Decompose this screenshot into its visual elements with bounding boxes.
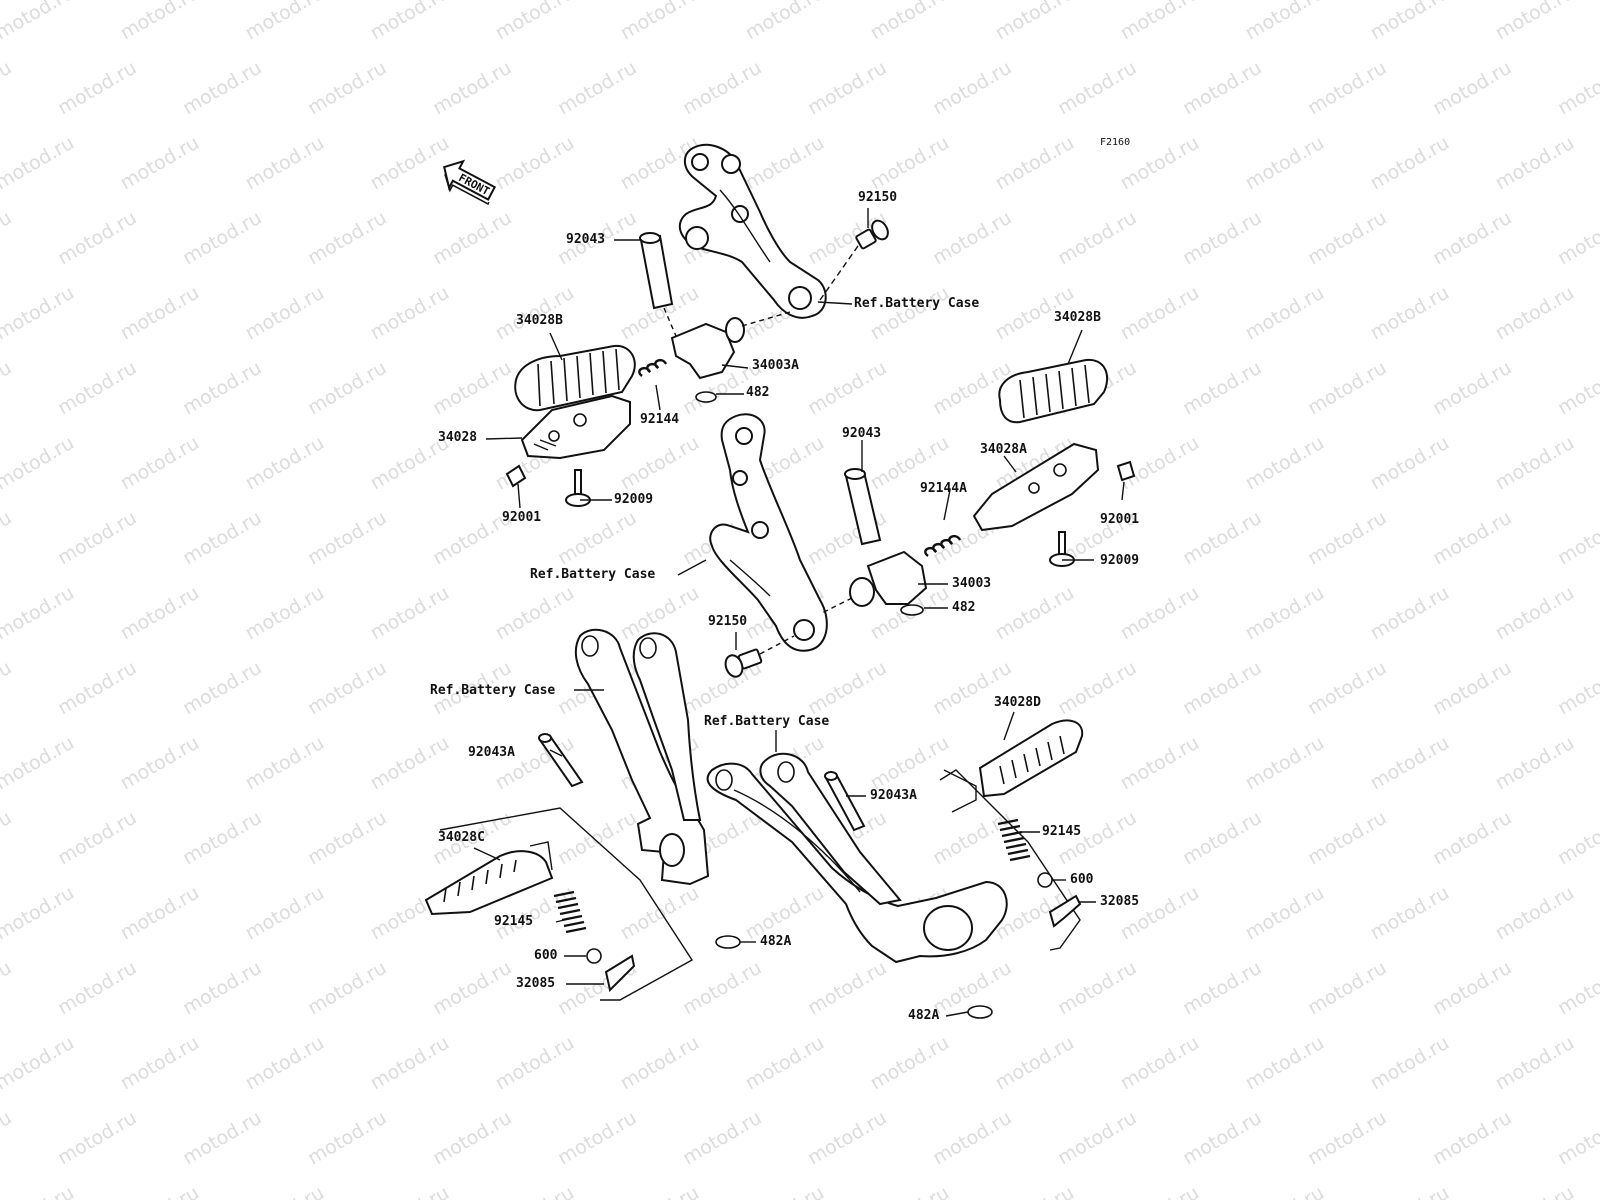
pin-92043-mid [844, 468, 882, 546]
callout-92145-right: 92145 [1042, 824, 1082, 839]
pin-92043-top [639, 232, 677, 337]
callout-ref-battery-case-2: Ref.Battery Case [530, 567, 656, 582]
spring-92144A [924, 534, 962, 557]
bolt-92150-top [819, 219, 889, 301]
clip-482-mid [900, 604, 924, 616]
clip-482A-bottom [967, 1005, 993, 1019]
bolt-92150-mid [724, 635, 795, 678]
detent-32085-right [1048, 894, 1082, 928]
callout-92150-top: 92150 [858, 190, 898, 205]
footpeg-34028C-left [424, 841, 554, 916]
bracket-34003A [670, 311, 791, 380]
middle-bracket [709, 413, 828, 652]
pin-92043A-right [824, 771, 866, 832]
ball-600-right [1037, 872, 1053, 888]
callout-482-top: 482 [746, 385, 770, 400]
callout-34028D: 34028D [994, 695, 1041, 710]
callout-34028B-left: 34028B [516, 313, 563, 328]
footpeg-rubber-34028B-left [514, 344, 636, 412]
callout-34003A: 34003A [752, 358, 799, 373]
callout-92043A-left: 92043A [468, 745, 515, 760]
footpeg-34028A-right [972, 442, 1100, 532]
callout-34028C: 34028C [438, 830, 485, 845]
footpeg-34028-left [520, 394, 631, 460]
callout-92144: 92144 [640, 412, 680, 427]
front-direction-arrow: FRONT [443, 159, 497, 205]
callout-ref-battery-case-3: Ref.Battery Case [430, 683, 556, 698]
bolt-92009-left [565, 469, 591, 507]
upper-bracket-top [679, 143, 827, 319]
leader-lines [473, 208, 1125, 1017]
footpeg-34028D-right [943, 719, 1084, 813]
callout-92001-right: 92001 [1100, 512, 1140, 527]
callout-92144A: 92144A [920, 481, 967, 496]
detent-32085-left [604, 954, 636, 992]
callout-ref-battery-case-4: Ref.Battery Case [704, 714, 830, 729]
callout-34028A: 34028A [980, 442, 1027, 457]
bolt-92001-left [505, 464, 527, 488]
callout-ref-battery-case-1: Ref.Battery Case [854, 296, 980, 311]
bracket-34003 [819, 550, 928, 615]
callout-600-right: 600 [1070, 872, 1094, 887]
callout-34028B-right: 34028B [1054, 310, 1101, 325]
callout-92150-mid: 92150 [708, 614, 748, 629]
group-outline-left [439, 807, 693, 1001]
callout-600-left: 600 [534, 948, 558, 963]
callout-92145-left: 92145 [494, 914, 534, 929]
callout-92043-top: 92043 [566, 232, 606, 247]
callout-34028: 34028 [438, 430, 478, 445]
spring-92144 [638, 358, 668, 377]
callout-92009-left: 92009 [614, 492, 654, 507]
ball-600-left [586, 948, 602, 964]
lower-left-bracket [574, 628, 710, 886]
clip-482A-left [715, 935, 741, 949]
callout-92043-mid: 92043 [842, 426, 882, 441]
callout-32085-left: 32085 [516, 976, 556, 991]
bolt-92009-right [1049, 531, 1075, 567]
footpeg-rubber-34028B-right [998, 358, 1109, 424]
spring-92145-right [997, 818, 1031, 862]
lower-right-bracket [706, 752, 1008, 964]
pin-92043A-left [538, 733, 584, 788]
spring-92145-left [553, 890, 587, 934]
callout-482-mid: 482 [952, 600, 976, 615]
callout-32085-right: 32085 [1100, 894, 1140, 909]
bolt-92001-right [1116, 460, 1136, 482]
group-outline-right [939, 769, 1081, 951]
clip-482-top [695, 391, 717, 403]
callout-34003: 34003 [952, 576, 992, 591]
callout-92043A-right: 92043A [870, 788, 917, 803]
callout-92001-left: 92001 [502, 510, 542, 525]
callout-92009-right: 92009 [1100, 553, 1140, 568]
callout-482A-left: 482A [760, 934, 792, 949]
callout-482A-bottom: 482A [908, 1008, 940, 1023]
figure-code: F2160 [1100, 137, 1131, 148]
